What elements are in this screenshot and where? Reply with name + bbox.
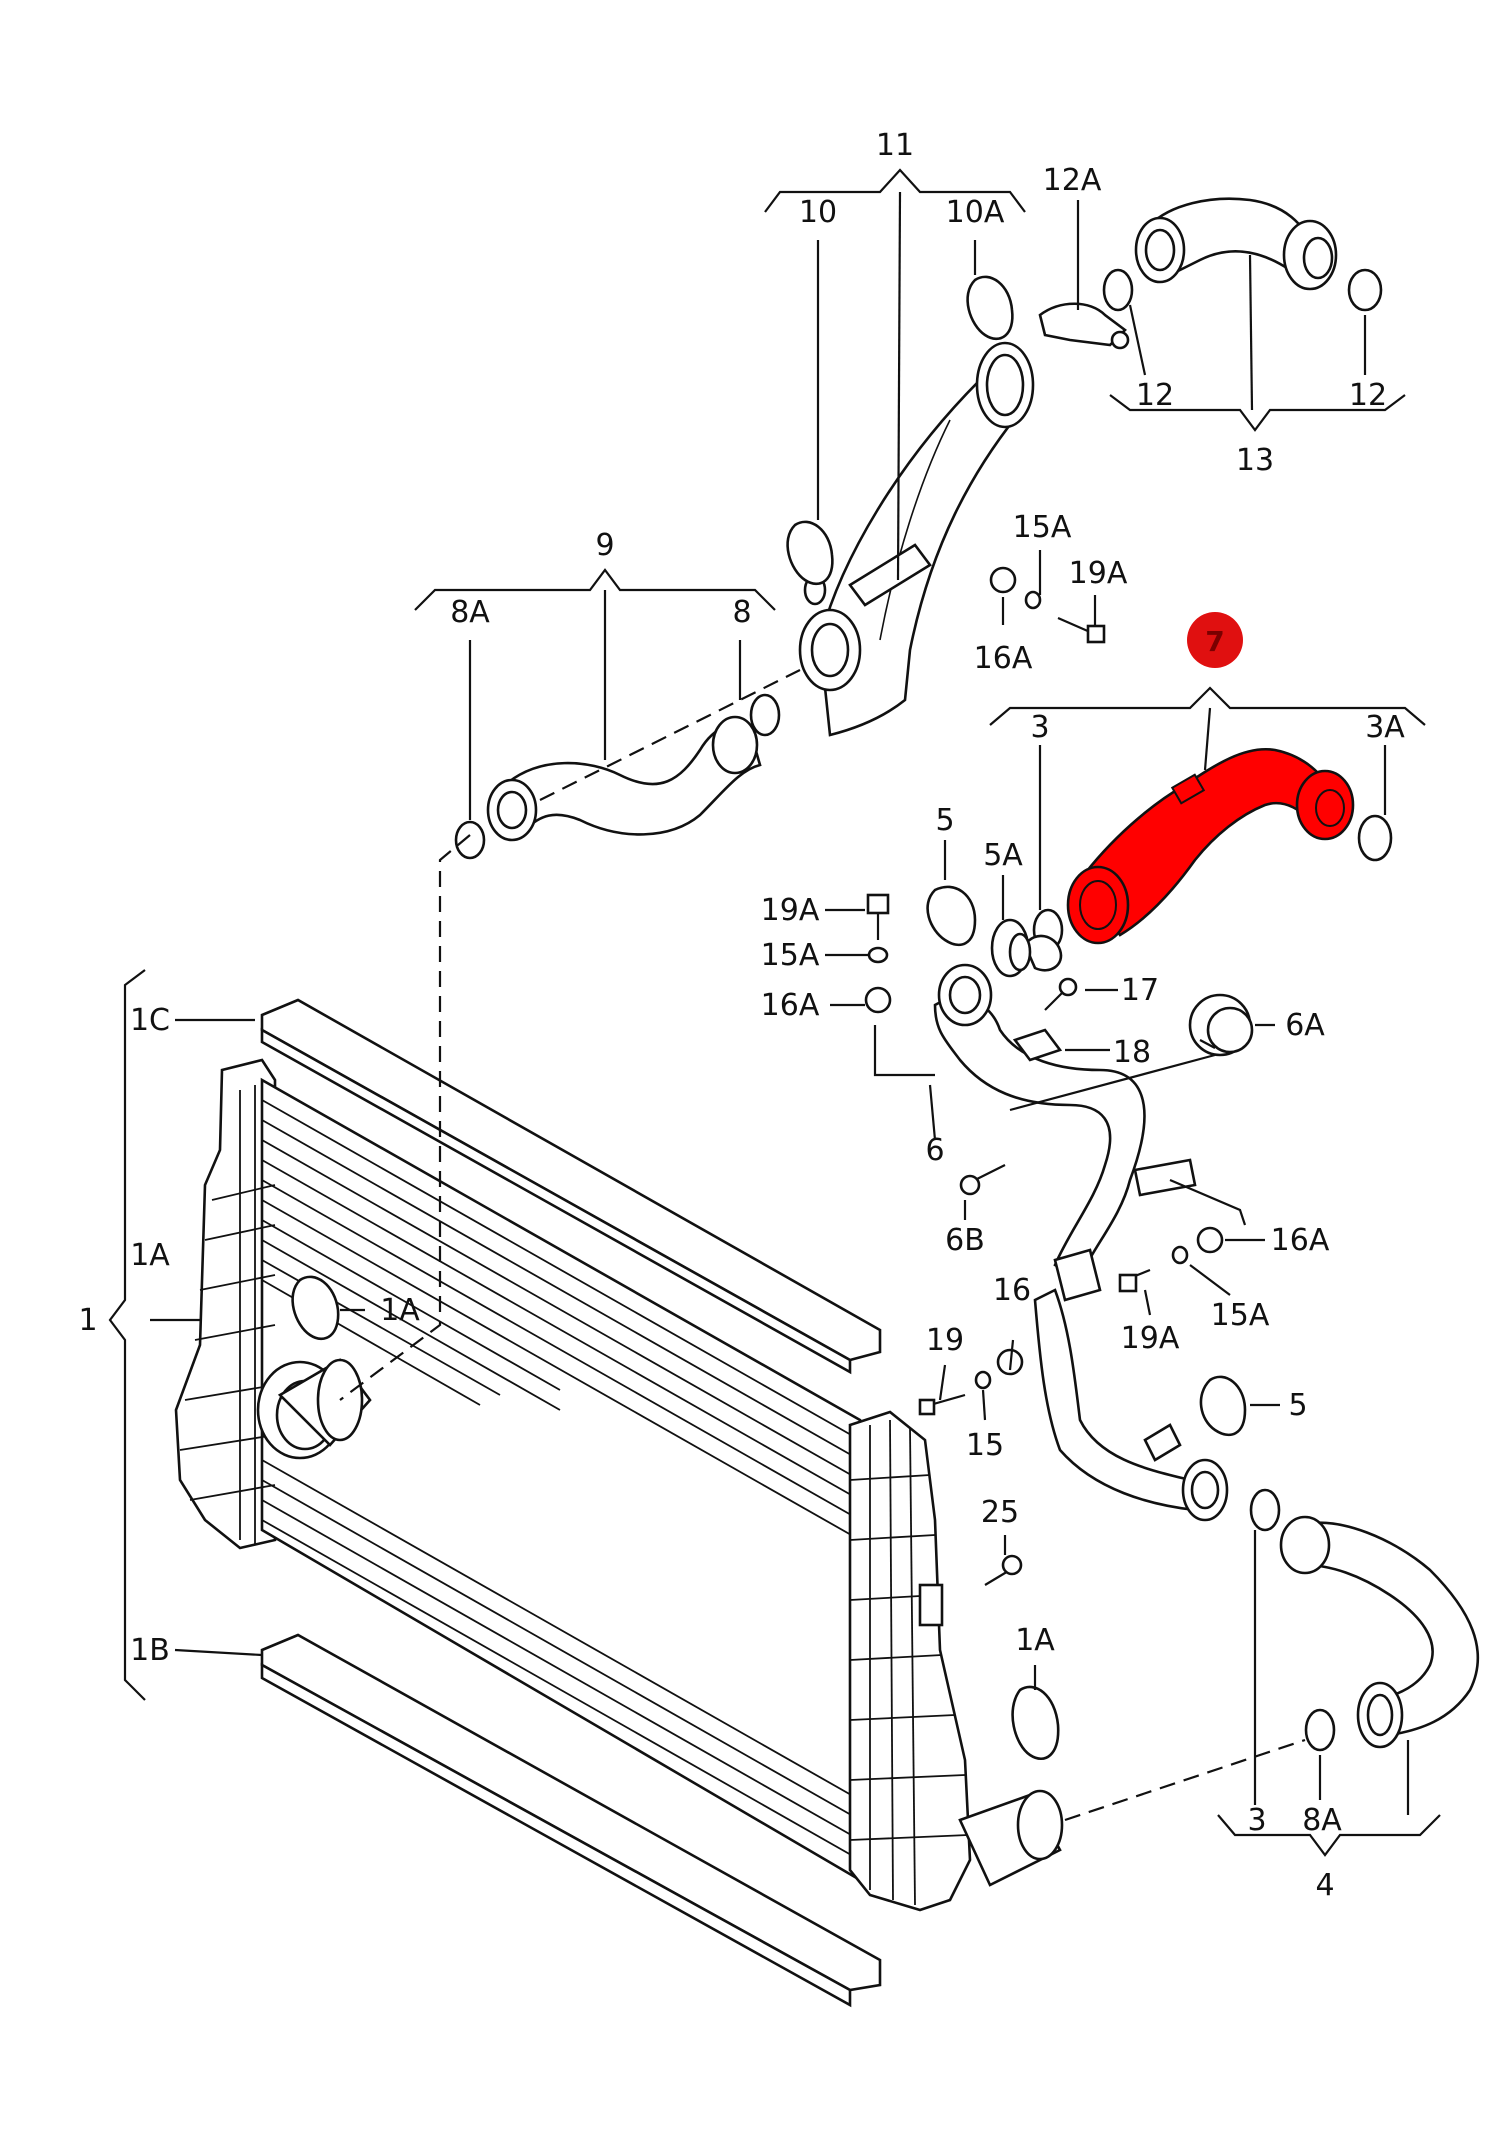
label-18: 18 — [1113, 1035, 1151, 1070]
seal-5-lower — [1199, 1375, 1247, 1436]
label-8: 8 — [732, 595, 751, 630]
fasteners-right — [1118, 1226, 1224, 1293]
label-1: 1 — [78, 1303, 97, 1338]
label-17: 17 — [1121, 973, 1159, 1008]
hose-4 — [1279, 1515, 1480, 1752]
label-13: 13 — [1236, 443, 1274, 478]
clamp-5A — [990, 918, 1032, 978]
label-25: 25 — [981, 1495, 1019, 1530]
label-1B: 1B — [130, 1633, 170, 1668]
o-ring-3-lower — [1249, 1488, 1281, 1532]
part-labels: 11 10 10A 12A 12 12 13 9 8A 8 15A 19A 16… — [78, 128, 1405, 1903]
label-15: 15 — [966, 1428, 1004, 1463]
o-ring-12-left — [1102, 268, 1134, 312]
label-1A-bottom: 1A — [1015, 1623, 1055, 1658]
seal-10 — [786, 520, 834, 586]
label-19A-top: 19A — [1069, 556, 1128, 591]
charge-pipe-6 — [933, 934, 1229, 1522]
dashed-connections — [339, 669, 1306, 1822]
label-5A: 5A — [983, 838, 1023, 873]
label-19A-left: 19A — [761, 893, 820, 928]
label-4: 4 — [1315, 1868, 1334, 1903]
seal-5-upper — [926, 885, 977, 946]
leader-lines — [108, 168, 1441, 1857]
hose-9 — [454, 693, 781, 860]
right-tank-grid — [849, 1419, 969, 1906]
label-11: 11 — [876, 128, 914, 163]
bolt-6B — [959, 1164, 1006, 1196]
label-16A-top: 16A — [974, 641, 1033, 676]
actuator-6A — [1188, 993, 1254, 1057]
label-19A-right: 19A — [1121, 1321, 1180, 1356]
label-15A-left: 15A — [761, 938, 820, 973]
label-15A-top: 15A — [1013, 510, 1072, 545]
label-3-top: 3 — [1030, 710, 1049, 745]
o-ring-8A — [454, 820, 486, 860]
label-12-right: 12 — [1349, 378, 1387, 413]
bolt-17 — [1044, 977, 1078, 1011]
seal-1A-middle — [291, 1275, 340, 1341]
fasteners-top — [989, 566, 1106, 644]
label-8A-bottom: 8A — [1302, 1803, 1342, 1838]
o-ring-8A-lower — [1304, 1708, 1336, 1752]
label-1C: 1C — [130, 1003, 170, 1038]
label-1A-left: 1A — [130, 1238, 170, 1273]
o-ring-3A — [1357, 814, 1393, 862]
label-1A-mid: 1A — [380, 1293, 420, 1328]
label-19: 19 — [926, 1323, 964, 1358]
label-12-left: 12 — [1136, 378, 1174, 413]
highlighted-pipe-7 — [1066, 747, 1355, 945]
label-8A: 8A — [450, 595, 490, 630]
charge-pipe-10 — [798, 341, 1035, 737]
label-16: 16 — [993, 1273, 1031, 1308]
bolt-25 — [984, 1554, 1023, 1586]
fasteners-lower — [918, 1348, 1024, 1416]
seal-1A-lower — [1011, 1685, 1060, 1760]
label-10: 10 — [799, 195, 837, 230]
hose-13 — [1102, 197, 1383, 312]
left-tank-grid — [179, 1085, 276, 1545]
o-ring-8 — [749, 693, 781, 737]
label-9: 9 — [595, 528, 614, 563]
label-10A: 10A — [946, 195, 1005, 230]
label-15A-right: 15A — [1211, 1298, 1270, 1333]
label-16A-right: 16A — [1271, 1223, 1330, 1258]
o-ring-12-right — [1347, 268, 1383, 312]
fasteners-left — [864, 893, 892, 1014]
label-6B: 6B — [945, 1223, 985, 1258]
highlight-badge-circle — [1187, 612, 1243, 668]
label-3-bottom: 3 — [1247, 1803, 1266, 1838]
clip-18 — [1012, 1028, 1063, 1062]
label-6A: 6A — [1285, 1008, 1325, 1043]
label-6: 6 — [925, 1133, 944, 1168]
intercooler-radiator — [174, 998, 1064, 2008]
label-16A-left: 16A — [761, 988, 820, 1023]
label-12A: 12A — [1043, 163, 1102, 198]
highlight-badge-label: 7 — [1205, 625, 1224, 658]
label-5-bottom: 5 — [1288, 1388, 1307, 1423]
label-5-top: 5 — [935, 803, 954, 838]
seal-10A — [966, 275, 1014, 341]
clamp-12A — [1038, 302, 1130, 350]
label-3A: 3A — [1365, 710, 1405, 745]
